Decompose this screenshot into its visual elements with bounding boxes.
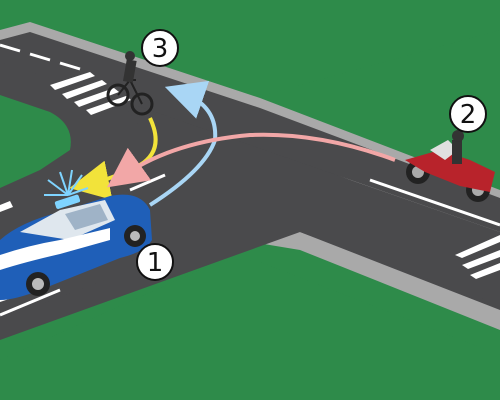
- label-motorcycle: 2: [460, 100, 477, 130]
- label-badge-motorcycle: 2: [449, 95, 487, 133]
- label-car: 1: [147, 248, 164, 278]
- grass-bottom: [0, 259, 500, 400]
- intersection-core: [0, 100, 500, 320]
- label-cyclist: 3: [152, 34, 169, 64]
- siren-flash-icon: [44, 169, 89, 196]
- police-car-icon: [0, 194, 152, 300]
- crosswalk-right: [455, 235, 500, 279]
- label-badge-cyclist: 3: [141, 29, 179, 67]
- path-motorcycle-arrow: [107, 132, 396, 188]
- motorcycle-icon: [405, 130, 495, 202]
- bicycle-icon: [106, 51, 154, 116]
- label-badge-car: 1: [136, 243, 174, 281]
- grass-corner-left: [0, 95, 71, 188]
- grass-top: [0, 0, 500, 110]
